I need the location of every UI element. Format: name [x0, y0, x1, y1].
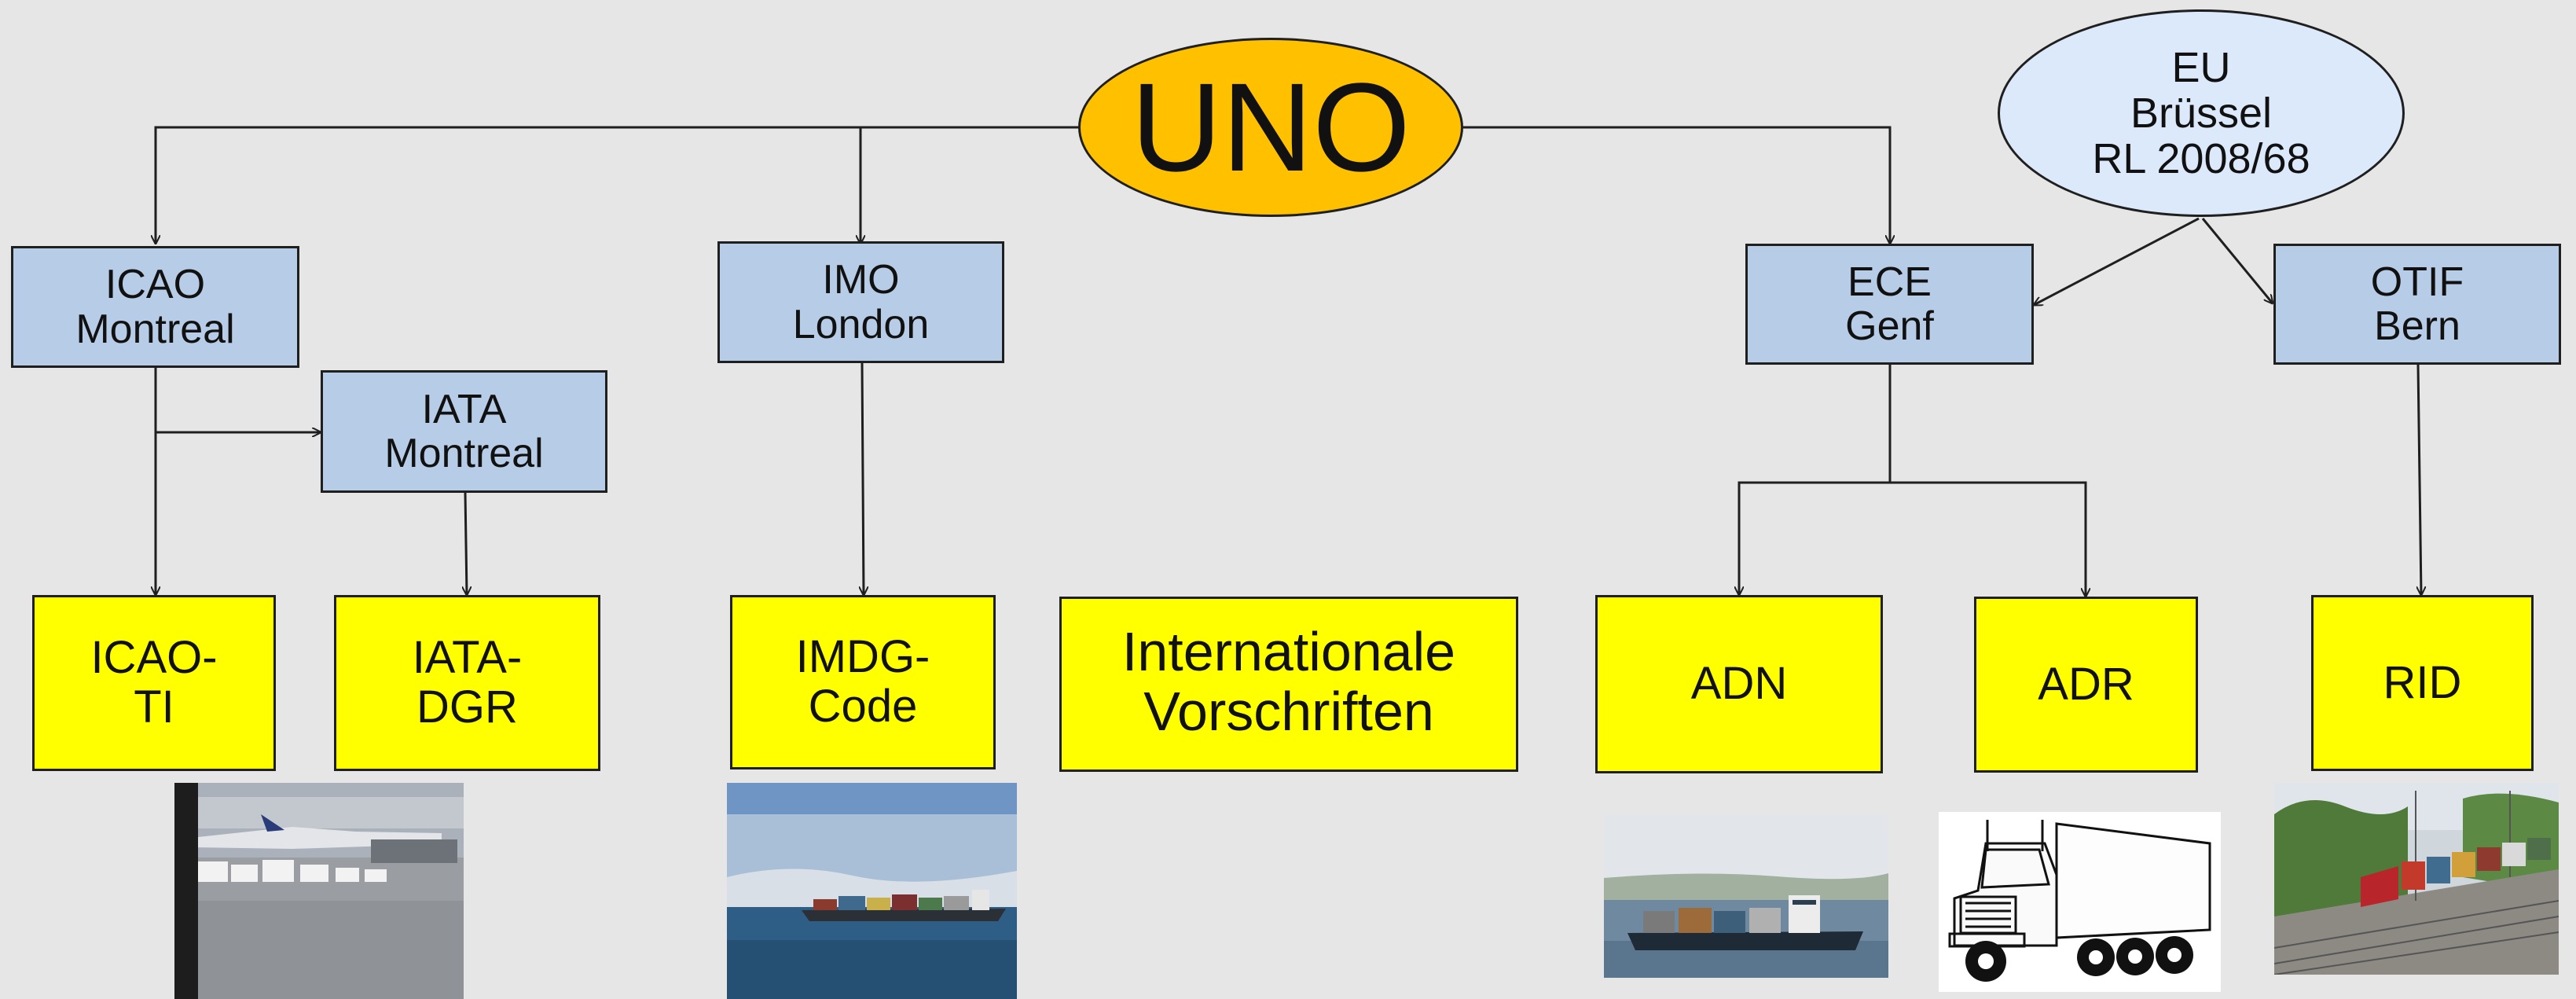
uno-label: UNO [1131, 57, 1411, 197]
iata-to-iata-dgr-connector [465, 492, 467, 595]
ece-line-2: Genf [1845, 303, 1934, 349]
icao-ti-line-1: ICAO- [90, 632, 218, 684]
icao-line-2: Montreal [75, 306, 235, 352]
internationale-vorschriften-node: Internationale Vorschriften [1059, 597, 1518, 772]
intl-line-1: Internationale [1121, 621, 1456, 682]
adr-node: ADR [1974, 597, 2198, 773]
imo-to-imdg-connector [862, 362, 864, 595]
uno-to-icao-connector [156, 126, 1078, 244]
inland-barge-photo [1604, 815, 1888, 978]
rid-node: RID [2311, 595, 2534, 771]
otif-bern-node: OTIF Bern [2273, 244, 2561, 365]
icao-ti-node: ICAO- TI [32, 595, 276, 771]
eu-line-1: EU [2171, 43, 2231, 91]
iata-montreal-node: IATA Montreal [321, 370, 607, 493]
iata-dgr-node: IATA- DGR [334, 595, 600, 771]
ece-to-adr-connector [1890, 481, 2086, 597]
ece-genf-node: ECE Genf [1745, 244, 2034, 365]
container-ship-photo [727, 783, 1017, 999]
eu-line-3: RL 2008/68 [2092, 135, 2310, 183]
otif-to-rid-connector [2418, 364, 2421, 595]
adn-node: ADN [1595, 595, 1883, 773]
icao-montreal-node: ICAO Montreal [11, 246, 299, 368]
air-cargo-photo [174, 783, 464, 999]
uno-to-ece-connector [1463, 126, 1890, 244]
adr-label: ADR [2038, 658, 2134, 710]
imdg-code-node: IMDG- Code [730, 595, 996, 769]
eu-line-2: Brüssel [2130, 89, 2273, 137]
iata-line-2: Montreal [384, 431, 544, 476]
imo-london-node: IMO London [717, 241, 1004, 363]
iata-dgr-line-1: IATA- [412, 632, 523, 684]
ece-to-adn-connector [1739, 365, 1892, 595]
imdg-line-1: IMDG- [795, 631, 930, 683]
adn-label: ADN [1690, 658, 1788, 710]
iata-line-1: IATA [421, 386, 507, 432]
imdg-line-2: Code [808, 681, 918, 732]
otif-line-1: OTIF [2370, 259, 2464, 305]
otif-line-2: Bern [2374, 303, 2460, 349]
eu-to-ece-connector [2034, 217, 2200, 305]
icao-ti-line-2: TI [134, 681, 174, 733]
freight-train-photo [2274, 783, 2559, 975]
ece-line-1: ECE [1848, 259, 1932, 305]
imo-line-2: London [792, 301, 930, 347]
uno-node: UNO [1078, 38, 1463, 217]
imo-line-1: IMO [822, 257, 900, 303]
rid-label: RID [2383, 656, 2462, 708]
icao-line-1: ICAO [105, 262, 206, 308]
eu-node: EU Brüssel RL 2008/68 [1998, 9, 2405, 217]
eu-to-otif-connector [2201, 218, 2273, 303]
iata-dgr-line-2: DGR [416, 681, 518, 733]
truck-drawing [1939, 812, 2221, 992]
intl-line-2: Vorschriften [1143, 680, 1434, 742]
